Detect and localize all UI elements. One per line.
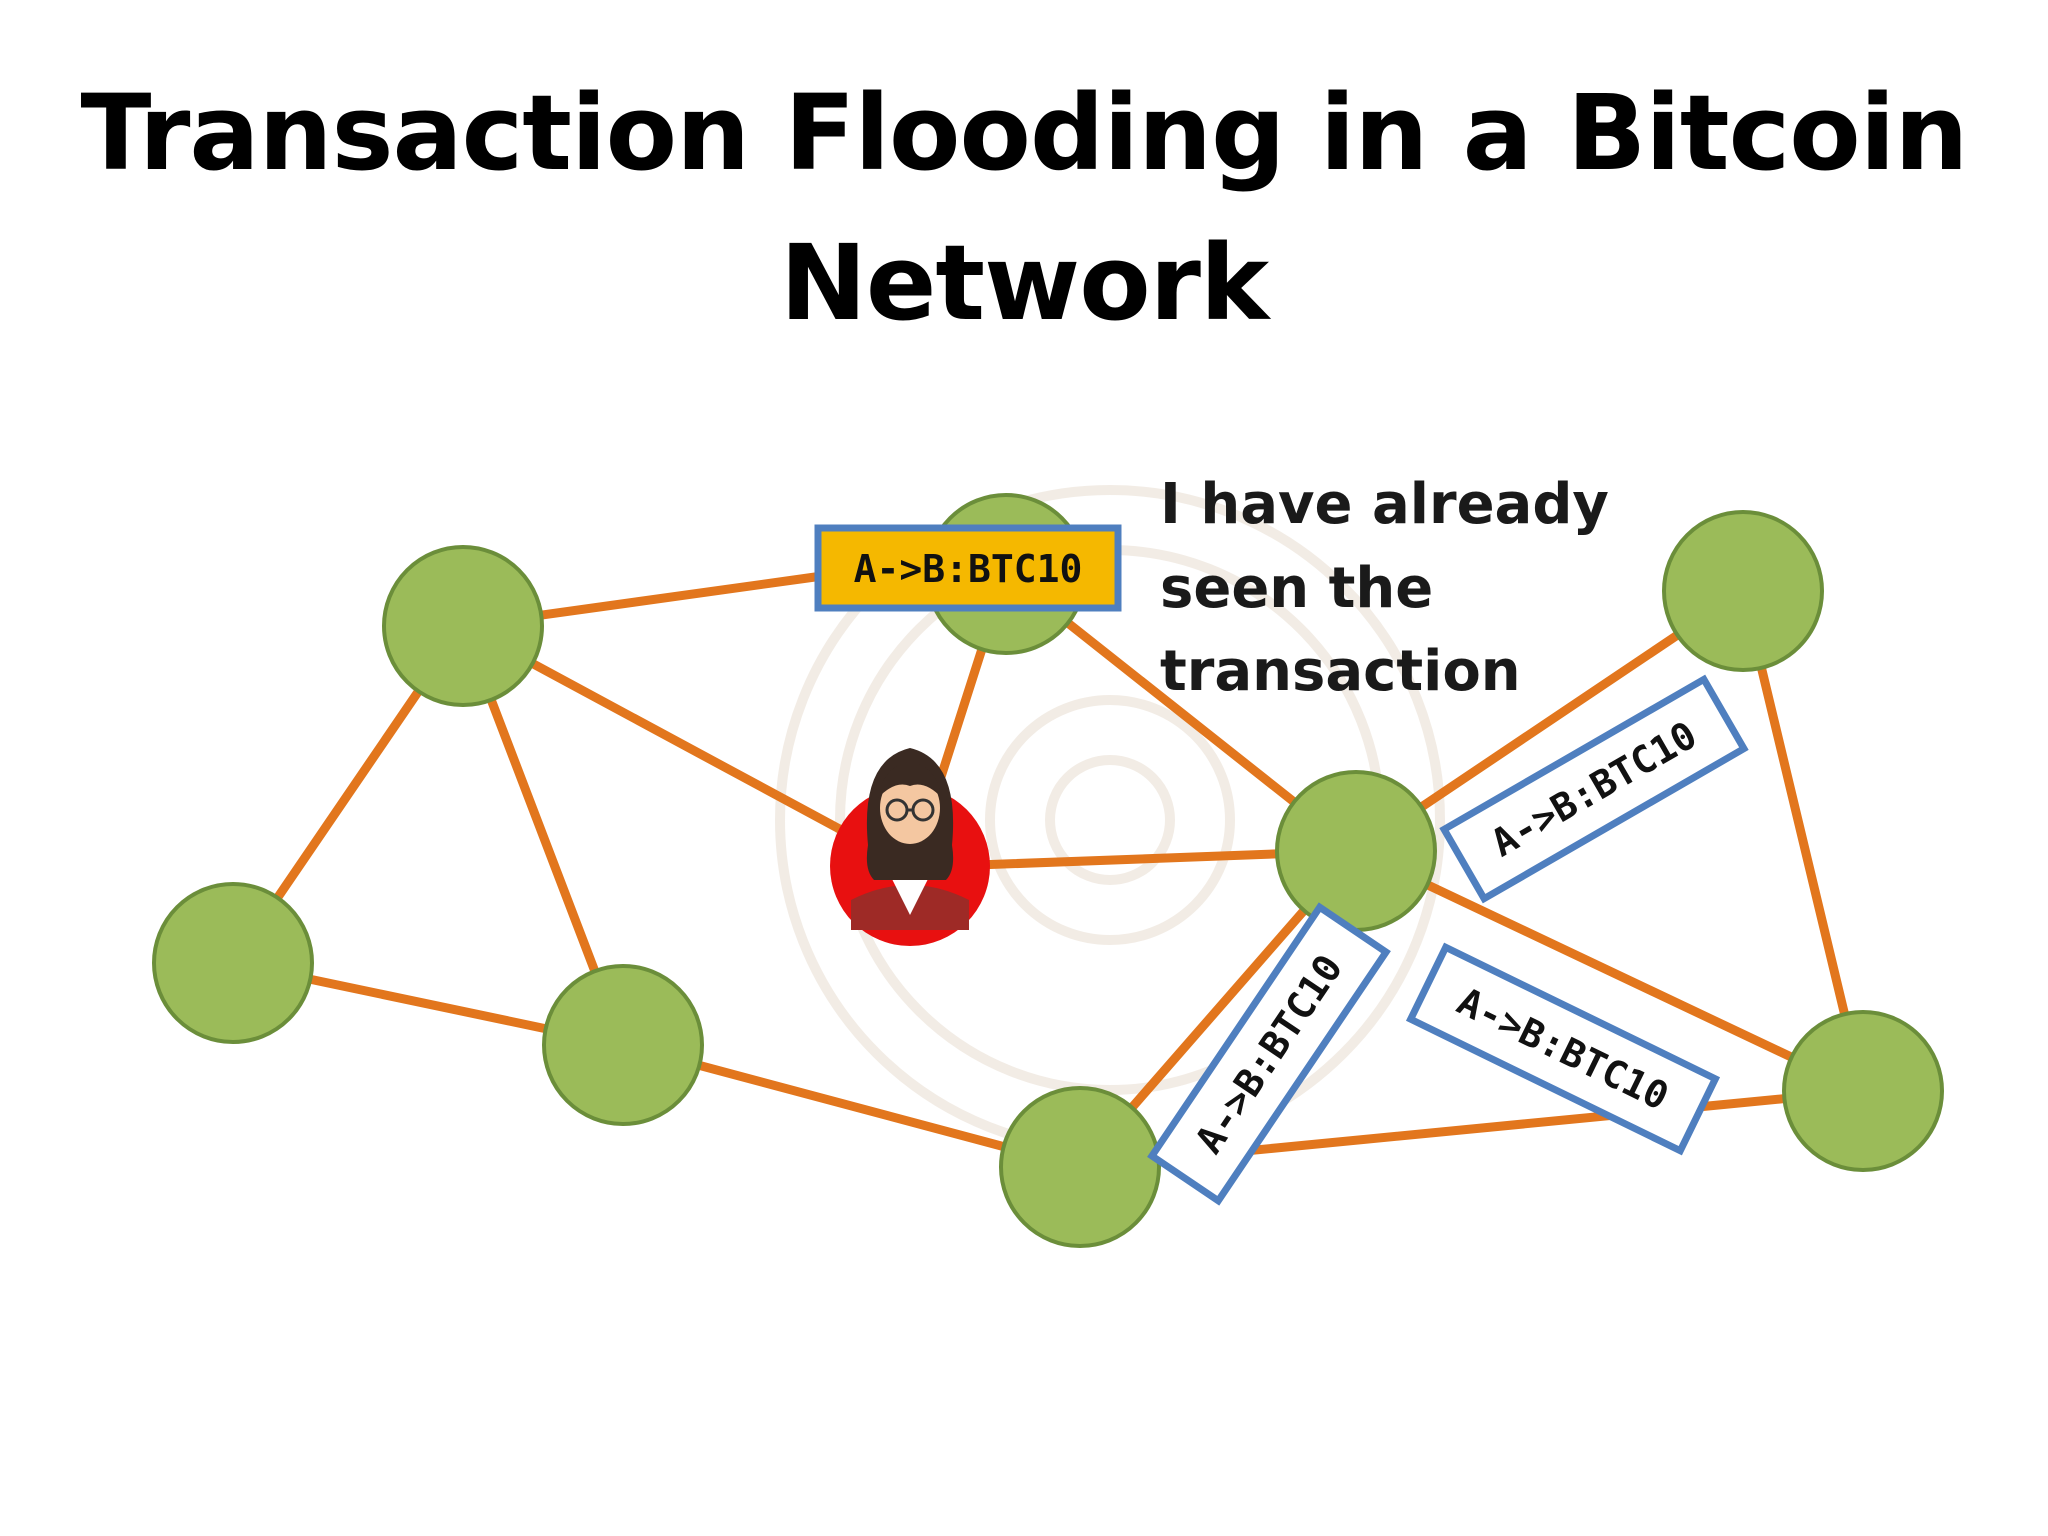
- node: [382, 545, 544, 707]
- edge: [458, 621, 913, 871]
- transaction-label: A->B:BTC10: [1439, 674, 1749, 904]
- seen-transaction-note: I have already seen the transaction: [1160, 472, 1609, 704]
- node: [1275, 770, 1437, 932]
- node: [999, 1086, 1161, 1248]
- transaction-label-highlighted: A->B:BTC10: [814, 524, 1122, 612]
- edge: [1738, 586, 1868, 1096]
- note-line-2: seen the: [1160, 556, 1433, 621]
- title-line-1: Transaction Flooding in a Bitcoin: [80, 72, 1969, 194]
- title-line-2: Network: [779, 222, 1269, 344]
- transaction-label: A->B:BTC10: [1405, 942, 1721, 1156]
- node: [1662, 510, 1824, 672]
- node: [152, 882, 314, 1044]
- note-line-1: I have already: [1160, 472, 1609, 537]
- node: [1782, 1010, 1944, 1172]
- note-line-3: transaction: [1160, 639, 1521, 704]
- page-title: Transaction Flooding in a Bitcoin Networ…: [0, 58, 2048, 358]
- transaction-label-text: A->B:BTC10: [854, 547, 1083, 591]
- node: [542, 964, 704, 1126]
- edge: [1351, 846, 1868, 1096]
- user-avatar-icon: [830, 748, 990, 946]
